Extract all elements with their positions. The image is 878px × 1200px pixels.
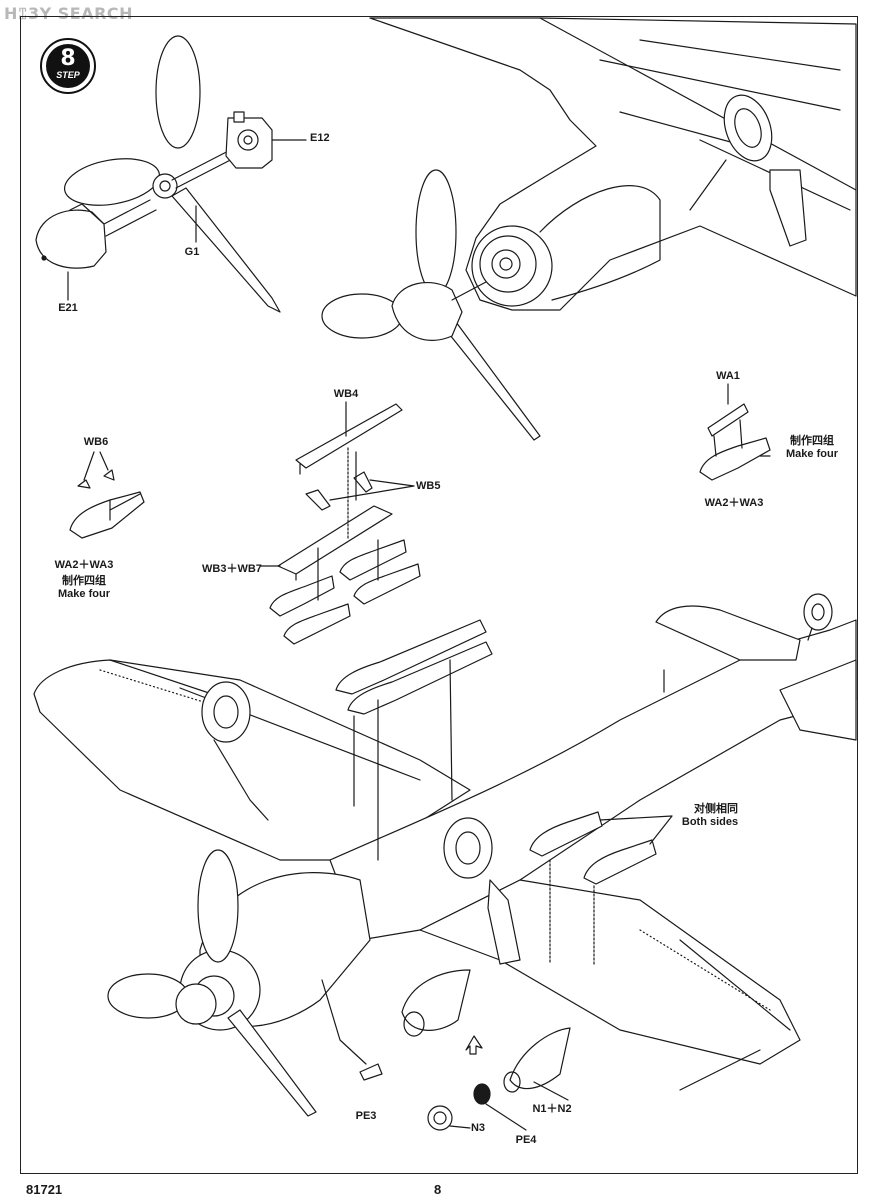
propeller-exploded-drawing [35, 35, 281, 313]
part-label-n3: N3 [470, 1122, 486, 1134]
step-number: 8 [60, 46, 76, 71]
note-make-four-en-left: Make four [58, 588, 110, 600]
part-label-wa2-wa3-right: WA2＋WA3 [704, 497, 764, 509]
part-label-n1-n2: N1＋N2 [532, 1103, 572, 1115]
part-label-wb3-wb7: WB3＋WB7 [202, 563, 262, 575]
page-frame [20, 16, 858, 1174]
kit-number: 81721 [26, 1182, 63, 1197]
bomb-wa1-drawing [699, 403, 771, 481]
leader-both-sides [599, 815, 673, 845]
fuselage-nose-top-drawing [321, 17, 857, 441]
aircraft-underside-drawing [33, 593, 857, 1131]
page-number: 8 [434, 1182, 442, 1197]
bomb-rack-drawing [269, 403, 421, 645]
part-label-wb5: WB5 [416, 480, 441, 492]
part-label-g1: G1 [184, 246, 200, 258]
note-both-sides-cn: 对侧相同 [694, 802, 738, 815]
note-make-four-cn-right: 制作四组 [790, 434, 834, 447]
leader-pe4 [485, 1103, 527, 1131]
note-make-four-cn-left: 制作四组 [62, 574, 106, 587]
part-label-pe3: PE3 [355, 1110, 377, 1122]
step-badge: 8 STEP [40, 38, 96, 94]
leader-pe3 [321, 979, 367, 1065]
part-label-wb4: WB4 [333, 388, 359, 400]
part-label-e21: E21 [58, 302, 78, 314]
part-label-wb6: WB6 [83, 436, 109, 448]
step-word: STEP [56, 70, 80, 80]
watermark-logo: H⑄3Y SEARCH [4, 4, 134, 23]
step-badge-inner: 8 STEP [46, 44, 90, 88]
part-label-pe4: PE4 [515, 1134, 537, 1146]
part-label-e12: E12 [310, 132, 330, 144]
part-label-wa1: WA1 [716, 370, 740, 382]
leader-n3 [449, 1125, 471, 1129]
bomb-wb6-drawing [69, 451, 145, 539]
leader-wb5 [329, 479, 415, 501]
note-make-four-en-right: Make four [786, 448, 838, 460]
part-label-wa2-wa3-left: WA2＋WA3 [54, 559, 114, 571]
leader-n1-n2 [533, 1081, 569, 1101]
note-both-sides-en: Both sides [681, 816, 739, 828]
